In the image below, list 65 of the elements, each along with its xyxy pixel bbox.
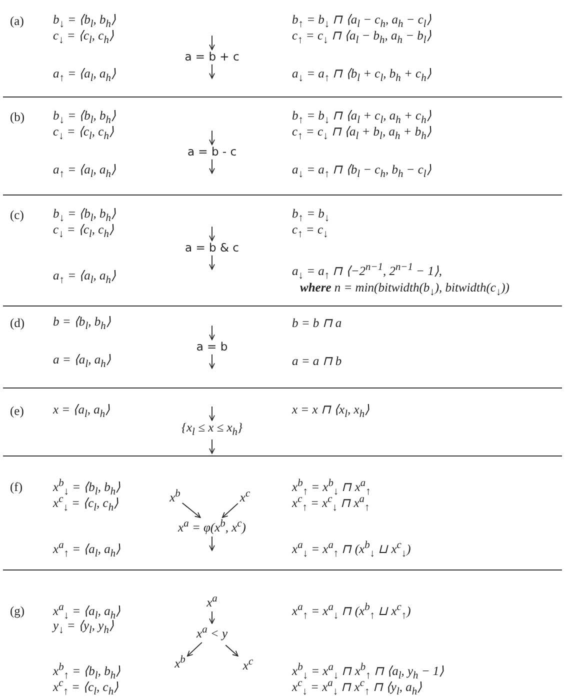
equation-text: y$_{↓}$ = ⟨y$_{l}$, y$_{h}$⟩ (53, 620, 114, 636)
arrow (186, 642, 202, 657)
equation-text: a$_{↑}$ = ⟨a$_{l}$, a$_{h}$⟩ (53, 270, 116, 286)
panel-label: (e) (10, 405, 24, 419)
arrow (209, 35, 215, 50)
arrow (225, 644, 238, 656)
panel-label: (f) (10, 481, 22, 495)
statement-text: x$^{a}$ = φ(x$^{b}$, x$^{c}$) (178, 518, 246, 536)
equation-text: b = b ⊓ a (292, 317, 342, 331)
statement-text: a = b (196, 340, 228, 354)
equation-text: b$_{↓}$ = ⟨b$_{l}$, b$_{h}$⟩ (53, 110, 116, 126)
equation-text: b$_{↑}$ = b$_{↓}$ ⊓ ⟨a$_{l}$ + c$_{l}$, a$_{h}$ + c$_{h}$⟩ (292, 110, 432, 126)
arrow (209, 611, 215, 624)
equation-text: c$_{↑}$ = c$_{↓}$ ⊓ ⟨a$_{l}$ − b$_{h}$, a$_{h}$ − b$_{l}$⟩ (292, 30, 432, 46)
statement-text: x$^{c}$ (242, 656, 254, 674)
panel-label: (a) (10, 15, 24, 29)
arrow (222, 503, 238, 518)
equation-text: a$_{↓}$ = a$_{↑}$ ⊓ ⟨−2$^{n−1}$, 2$^{n−1}$ − 1⟩, (292, 262, 442, 282)
equation-text: x$^{a}$$_{↓}$ = x$^{a}$$_{↑}$ ⊓ (x$^{b}$$_{↓}$ ⊔ x$^{c}$$_{↓}$) (292, 540, 411, 560)
arrow (209, 354, 215, 369)
equation-text: c$_{↓}$ = ⟨c$_{l}$, c$_{h}$⟩ (53, 224, 114, 240)
panel-label: (b) (10, 111, 25, 125)
statement-text: x$^{b}$ (174, 654, 186, 672)
equation-text: a$_{↓}$ = a$_{↑}$ ⊓ ⟨b$_{l}$ − c$_{h}$, b$_{h}$ − c$_{l}$⟩ (292, 164, 432, 180)
panel-label: (c) (10, 209, 24, 223)
equation-text: x$^{a}$$_{↑}$ = x$^{a}$$_{↓}$ ⊓ (x$^{b}$$_{↑}$ ⊔ x$^{c}$$_{↑}$) (292, 602, 411, 622)
equation-text: a$_{↓}$ = a$_{↑}$ ⊓ ⟨b$_{l}$ + c$_{l}$, b$_{h}$ + c$_{h}$⟩ (292, 68, 432, 84)
equation-text: c$_{↑}$ = c$_{↓}$ (292, 224, 328, 240)
statement-text: x$^{c}$ (240, 488, 250, 506)
equation-text: c$_{↓}$ = ⟨c$_{l}$, c$_{h}$⟩ (53, 126, 114, 142)
panel-label: (d) (10, 317, 25, 331)
equation-text: a$_{↑}$ = ⟨a$_{l}$, a$_{h}$⟩ (53, 68, 116, 84)
equation-text: b$_{↓}$ = ⟨b$_{l}$, b$_{h}$⟩ (53, 14, 116, 30)
panel-label: (g) (10, 605, 25, 619)
statement-text: a = b & c (185, 242, 239, 254)
equation-text: b$_{↑}$ = b$_{↓}$ ⊓ ⟨a$_{l}$ − c$_{h}$, a$_{h}$ − c$_{l}$⟩ (292, 14, 432, 30)
statement-text: x$^{a}$ (206, 594, 218, 610)
equation-text: a = ⟨a$_{l}$, a$_{h}$⟩ (53, 354, 111, 370)
equation-text: c$_{↓}$ = ⟨c$_{l}$, c$_{h}$⟩ (53, 30, 114, 46)
equation-text: b$_{↓}$ = ⟨b$_{l}$, b$_{h}$⟩ (53, 208, 116, 224)
statement-text: a = b + c (184, 50, 240, 64)
equation-text: x$^{a}$$_{↑}$ = ⟨a$_{l}$, a$_{h}$⟩ (53, 540, 121, 560)
arrow (209, 325, 215, 340)
statement-text: x$^{a}$ < y (196, 624, 228, 642)
arrow (209, 254, 215, 270)
equation-text: a = a ⊓ b (292, 355, 342, 369)
arrow (182, 502, 201, 518)
equation-text: x = ⟨a$_{l}$, a$_{h}$⟩ (53, 404, 110, 420)
equation-text: c$_{↑}$ = c$_{↓}$ ⊓ ⟨a$_{l}$ + b$_{l}$, a$_{h}$ + b$_{h}$⟩ (292, 126, 432, 142)
arrow (209, 406, 215, 421)
arrow (209, 64, 215, 79)
statement-text: x$^{b}$ (170, 488, 180, 506)
equation-text: b$_{↑}$ = b$_{↓}$ (292, 208, 330, 224)
equation-text: x = x ⊓ ⟨x$_{l}$, x$_{h}$⟩ (292, 404, 370, 420)
arrow (209, 130, 215, 146)
arrow (209, 158, 215, 174)
arrow (209, 226, 215, 242)
equation-text: a$_{↑}$ = ⟨a$_{l}$, a$_{h}$⟩ (53, 164, 116, 180)
equation-text: b = ⟨b$_{l}$, b$_{h}$⟩ (53, 316, 111, 332)
arrow (209, 536, 215, 551)
statement-text: a = b - c (187, 146, 237, 158)
arrow (209, 439, 215, 454)
statement-text: {x$_{l}$ ≤ x ≤ x$_{h}$} (182, 422, 242, 438)
equation-text: where n = min(bitwidth(b$_{↓}$), bitwidth(c$_{↓}$)) (300, 282, 510, 298)
equation-text: x$^{a}$$_{↓}$ = ⟨a$_{l}$, a$_{h}$⟩ (53, 602, 121, 622)
